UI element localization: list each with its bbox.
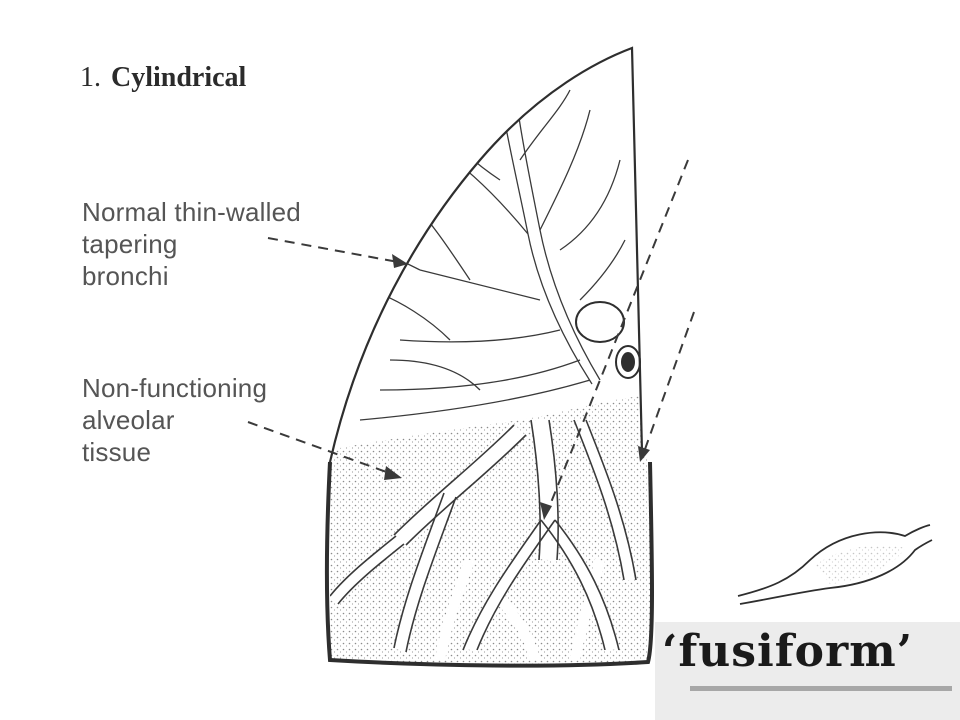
label-bronchi-line-1: Normal thin-walled	[82, 197, 301, 227]
label-bronchi-line-2: tapering	[82, 229, 178, 259]
caption-underline	[690, 686, 952, 691]
fusiform-inset	[730, 518, 960, 618]
arrowhead-right-lower	[638, 446, 650, 462]
leader-arrows	[247, 159, 695, 511]
label-normal-bronchi: Normal thin-walled tapering bronchi	[82, 196, 301, 292]
heading-number: 1.	[80, 62, 101, 93]
fusiform-bronchus	[737, 524, 933, 605]
arrowhead-bronchi	[392, 254, 408, 268]
lung-base-outline	[325, 461, 654, 668]
alveolar-tissue-zone	[330, 395, 652, 666]
fusiform-caption: ‘fusiform’	[662, 626, 914, 677]
bronchial-tree	[359, 89, 626, 421]
lung-outline	[328, 46, 644, 463]
arrow-right-lower-leader	[643, 311, 695, 453]
hilar-structures	[575, 301, 641, 379]
arrowhead-alveolar	[384, 466, 402, 480]
dilated-bronchi	[330, 419, 637, 653]
arrow-heads	[384, 254, 650, 520]
label-alveolar-tissue: Non-functioning alveolar tissue	[82, 372, 267, 468]
arrow-alveolar-leader	[247, 421, 393, 475]
arrow-bronchi-leader	[267, 237, 399, 263]
label-alveolar-line-2: alveolar	[82, 405, 175, 435]
diagram-heading: 1. Cylindrical	[80, 62, 246, 94]
label-alveolar-line-1: Non-functioning	[82, 373, 268, 403]
arrowhead-right-upper	[540, 502, 552, 520]
label-bronchi-line-3: bronchi	[82, 261, 169, 291]
label-alveolar-line-3: tissue	[82, 437, 152, 467]
heading-title: Cylindrical	[111, 62, 247, 93]
arrow-right-upper-leader	[547, 159, 689, 511]
fusiform-caption-box	[655, 622, 960, 720]
